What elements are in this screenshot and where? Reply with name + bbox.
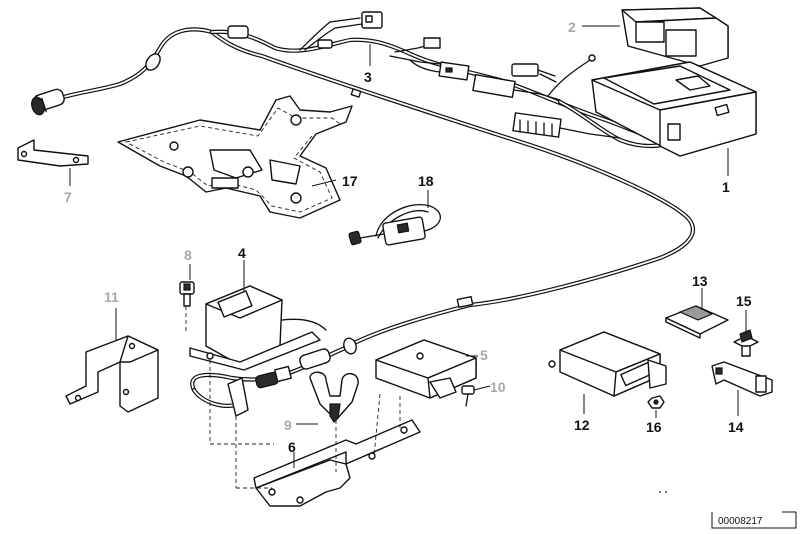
label-part-3: 3 — [364, 69, 372, 85]
label-part-13: 13 — [692, 273, 708, 289]
label-part-12: 12 — [574, 417, 590, 433]
part-4-relay — [189, 285, 327, 371]
label-part-6: 6 — [288, 439, 296, 455]
label-part-5: 5 — [480, 347, 488, 363]
wiring-harness — [31, 11, 683, 149]
part-13-pad — [665, 305, 729, 339]
part-5-module — [375, 339, 477, 399]
round-plug-connector — [31, 88, 65, 116]
label-part-4: 4 — [238, 245, 246, 261]
label-part-9: 9 — [284, 417, 292, 433]
assembly-lines — [185, 306, 401, 489]
part-7-bracket — [17, 139, 89, 167]
label-part-10: 10 — [490, 379, 506, 395]
label-part-7: 7 — [64, 189, 72, 205]
part-8-bolt — [179, 281, 195, 307]
label-part-16: 16 — [646, 419, 662, 435]
part-9-clip — [309, 371, 359, 423]
part-15-clip — [733, 329, 759, 357]
part-6-plate — [253, 419, 421, 507]
label-part-18: 18 — [418, 173, 434, 189]
label-part-11: 11 — [104, 289, 119, 305]
label-part-15: 15 — [736, 293, 752, 309]
part-12-unit — [548, 331, 667, 397]
part-14-bracket — [711, 361, 773, 397]
part-labels: 1 2 3 4 5 6 7 8 9 10 11 12 13 14 15 16 1… — [64, 19, 752, 455]
label-part-8: 8 — [184, 247, 192, 263]
part-17-gasket — [117, 95, 353, 219]
lower-cable — [190, 337, 357, 417]
part-1-control-unit — [591, 61, 757, 157]
part-10-screw — [461, 385, 475, 407]
leader-lines — [69, 25, 747, 468]
label-part-2: 2 — [568, 19, 576, 35]
reference-number: 00008217 — [718, 516, 763, 527]
label-part-14: 14 — [728, 419, 744, 435]
label-part-17: 17 — [342, 173, 358, 189]
reference-number-box: 00008217 — [711, 511, 797, 529]
part-11-bracket — [65, 335, 159, 413]
part-2-module — [621, 7, 729, 67]
label-part-1: 1 — [722, 179, 730, 195]
part-16-nut — [647, 395, 665, 409]
part-18-sensor — [348, 204, 441, 246]
main-cable — [209, 29, 695, 348]
